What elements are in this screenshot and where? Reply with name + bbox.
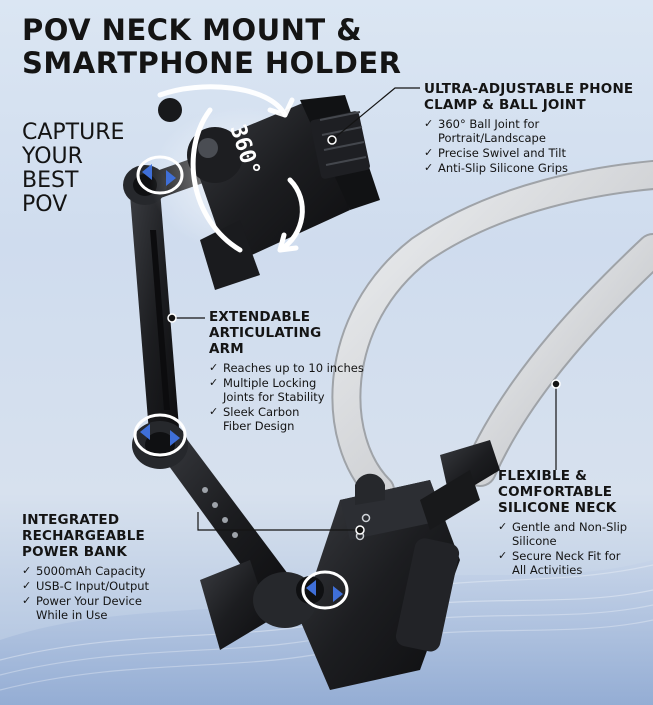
clamp-callout-title: ULTRA-ADJUSTABLE PHONE CLAMP & BALL JOIN… — [424, 81, 633, 113]
list-item: Anti-Slip Silicone Grips — [424, 161, 633, 175]
power-callout-title: INTEGRATED RECHARGEABLE POWER BANK — [22, 512, 149, 560]
arm-feature-list: Reaches up to 10 inches Multiple Locking… — [209, 361, 364, 433]
rotation-arrow-heads — [140, 164, 343, 602]
list-item-text: While in Use — [36, 608, 108, 622]
neck-title-line-1: FLEXIBLE & — [498, 468, 588, 484]
list-item: Secure Neck Fit for All Activities — [498, 549, 627, 577]
phone-clamp — [150, 95, 380, 290]
tagline-line-1: CAPTURE — [22, 120, 125, 145]
neck-feature-list: Gentle and Non-Slip Silicone Secure Neck… — [498, 520, 627, 577]
arm-title-line-1: EXTENDABLE — [209, 309, 311, 325]
list-item: USB-C Input/Output — [22, 579, 149, 593]
list-item-text: Gentle and Non-Slip — [512, 520, 628, 534]
list-item-text: Fiber Design — [223, 419, 295, 433]
clamp-callout: ULTRA-ADJUSTABLE PHONE CLAMP & BALL JOIN… — [424, 81, 633, 176]
clamp-title-line-1: ULTRA-ADJUSTABLE PHONE — [424, 81, 634, 97]
rotation-arrows — [133, 84, 349, 610]
list-item-text: Anti-Slip Silicone Grips — [438, 161, 569, 175]
arm-title-line-2: ARTICULATING — [209, 325, 322, 341]
list-item-text: Silicone — [512, 534, 557, 548]
tagline-line-4: POV — [22, 192, 68, 217]
articulating-arm — [123, 145, 324, 650]
title-line-2: SMARTPHONE HOLDER — [22, 46, 402, 80]
power-title-line-2: RECHARGEABLE — [22, 528, 145, 544]
list-item-text: Portrait/Landscape — [438, 131, 546, 145]
list-item-text: Secure Neck Fit for — [512, 549, 621, 563]
list-item-text: All Activities — [512, 563, 583, 577]
list-item-text: USB-C Input/Output — [36, 579, 150, 593]
clamp-feature-list: 360° Ball Joint for Portrait/Landscape P… — [424, 117, 633, 175]
list-item-text: Joints for Stability — [223, 390, 325, 404]
list-item: Multiple Locking Joints for Stability — [209, 376, 364, 404]
tagline-line-3: BEST — [22, 168, 79, 193]
leader-lines — [172, 87, 557, 531]
tagline: CAPTURE YOUR BEST POV — [22, 121, 124, 217]
list-item-text: Precise Swivel and Tilt — [438, 146, 567, 160]
power-title-line-1: INTEGRATED — [22, 512, 120, 528]
tagline-line-2: YOUR — [22, 144, 83, 169]
list-item-text: 5000mAh Capacity — [36, 564, 146, 578]
title-line-1: POV NECK MOUNT & — [22, 13, 363, 47]
power-callout: INTEGRATED RECHARGEABLE POWER BANK 5000m… — [22, 512, 149, 623]
list-item-text: Reaches up to 10 inches — [223, 361, 364, 375]
list-item-text: Sleek Carbon — [223, 405, 300, 419]
arm-callout: EXTENDABLE ARTICULATING ARM Reaches up t… — [209, 309, 364, 434]
neck-callout: FLEXIBLE & COMFORTABLE SILICONE NECK Gen… — [498, 468, 627, 578]
list-item: Gentle and Non-Slip Silicone — [498, 520, 627, 548]
neck-title-line-3: SILICONE NECK — [498, 500, 617, 516]
list-item-text: Power Your Device — [36, 594, 142, 608]
list-item-text: Multiple Locking — [223, 376, 317, 390]
list-item: 5000mAh Capacity — [22, 564, 149, 578]
neck-title-line-2: COMFORTABLE — [498, 484, 613, 500]
power-feature-list: 5000mAh Capacity USB-C Input/Output Powe… — [22, 564, 149, 622]
neck-callout-title: FLEXIBLE & COMFORTABLE SILICONE NECK — [498, 468, 627, 516]
silicone-neck — [331, 160, 653, 505]
page-title: POV NECK MOUNT & SMARTPHONE HOLDER — [22, 14, 401, 80]
list-item-text: 360° Ball Joint for — [438, 117, 540, 131]
power-bank-body — [300, 440, 500, 690]
leader-dots — [167, 135, 561, 535]
arm-callout-title: EXTENDABLE ARTICULATING ARM — [209, 309, 364, 357]
list-item: 360° Ball Joint for Portrait/Landscape — [424, 117, 633, 145]
list-item: Power Your Device While in Use — [22, 594, 149, 622]
arm-title-line-3: ARM — [209, 341, 244, 357]
list-item: Sleek Carbon Fiber Design — [209, 405, 364, 433]
power-title-line-3: POWER BANK — [22, 544, 128, 560]
list-item: Precise Swivel and Tilt — [424, 146, 633, 160]
clamp-title-line-2: CLAMP & BALL JOINT — [424, 97, 586, 113]
list-item: Reaches up to 10 inches — [209, 361, 364, 375]
